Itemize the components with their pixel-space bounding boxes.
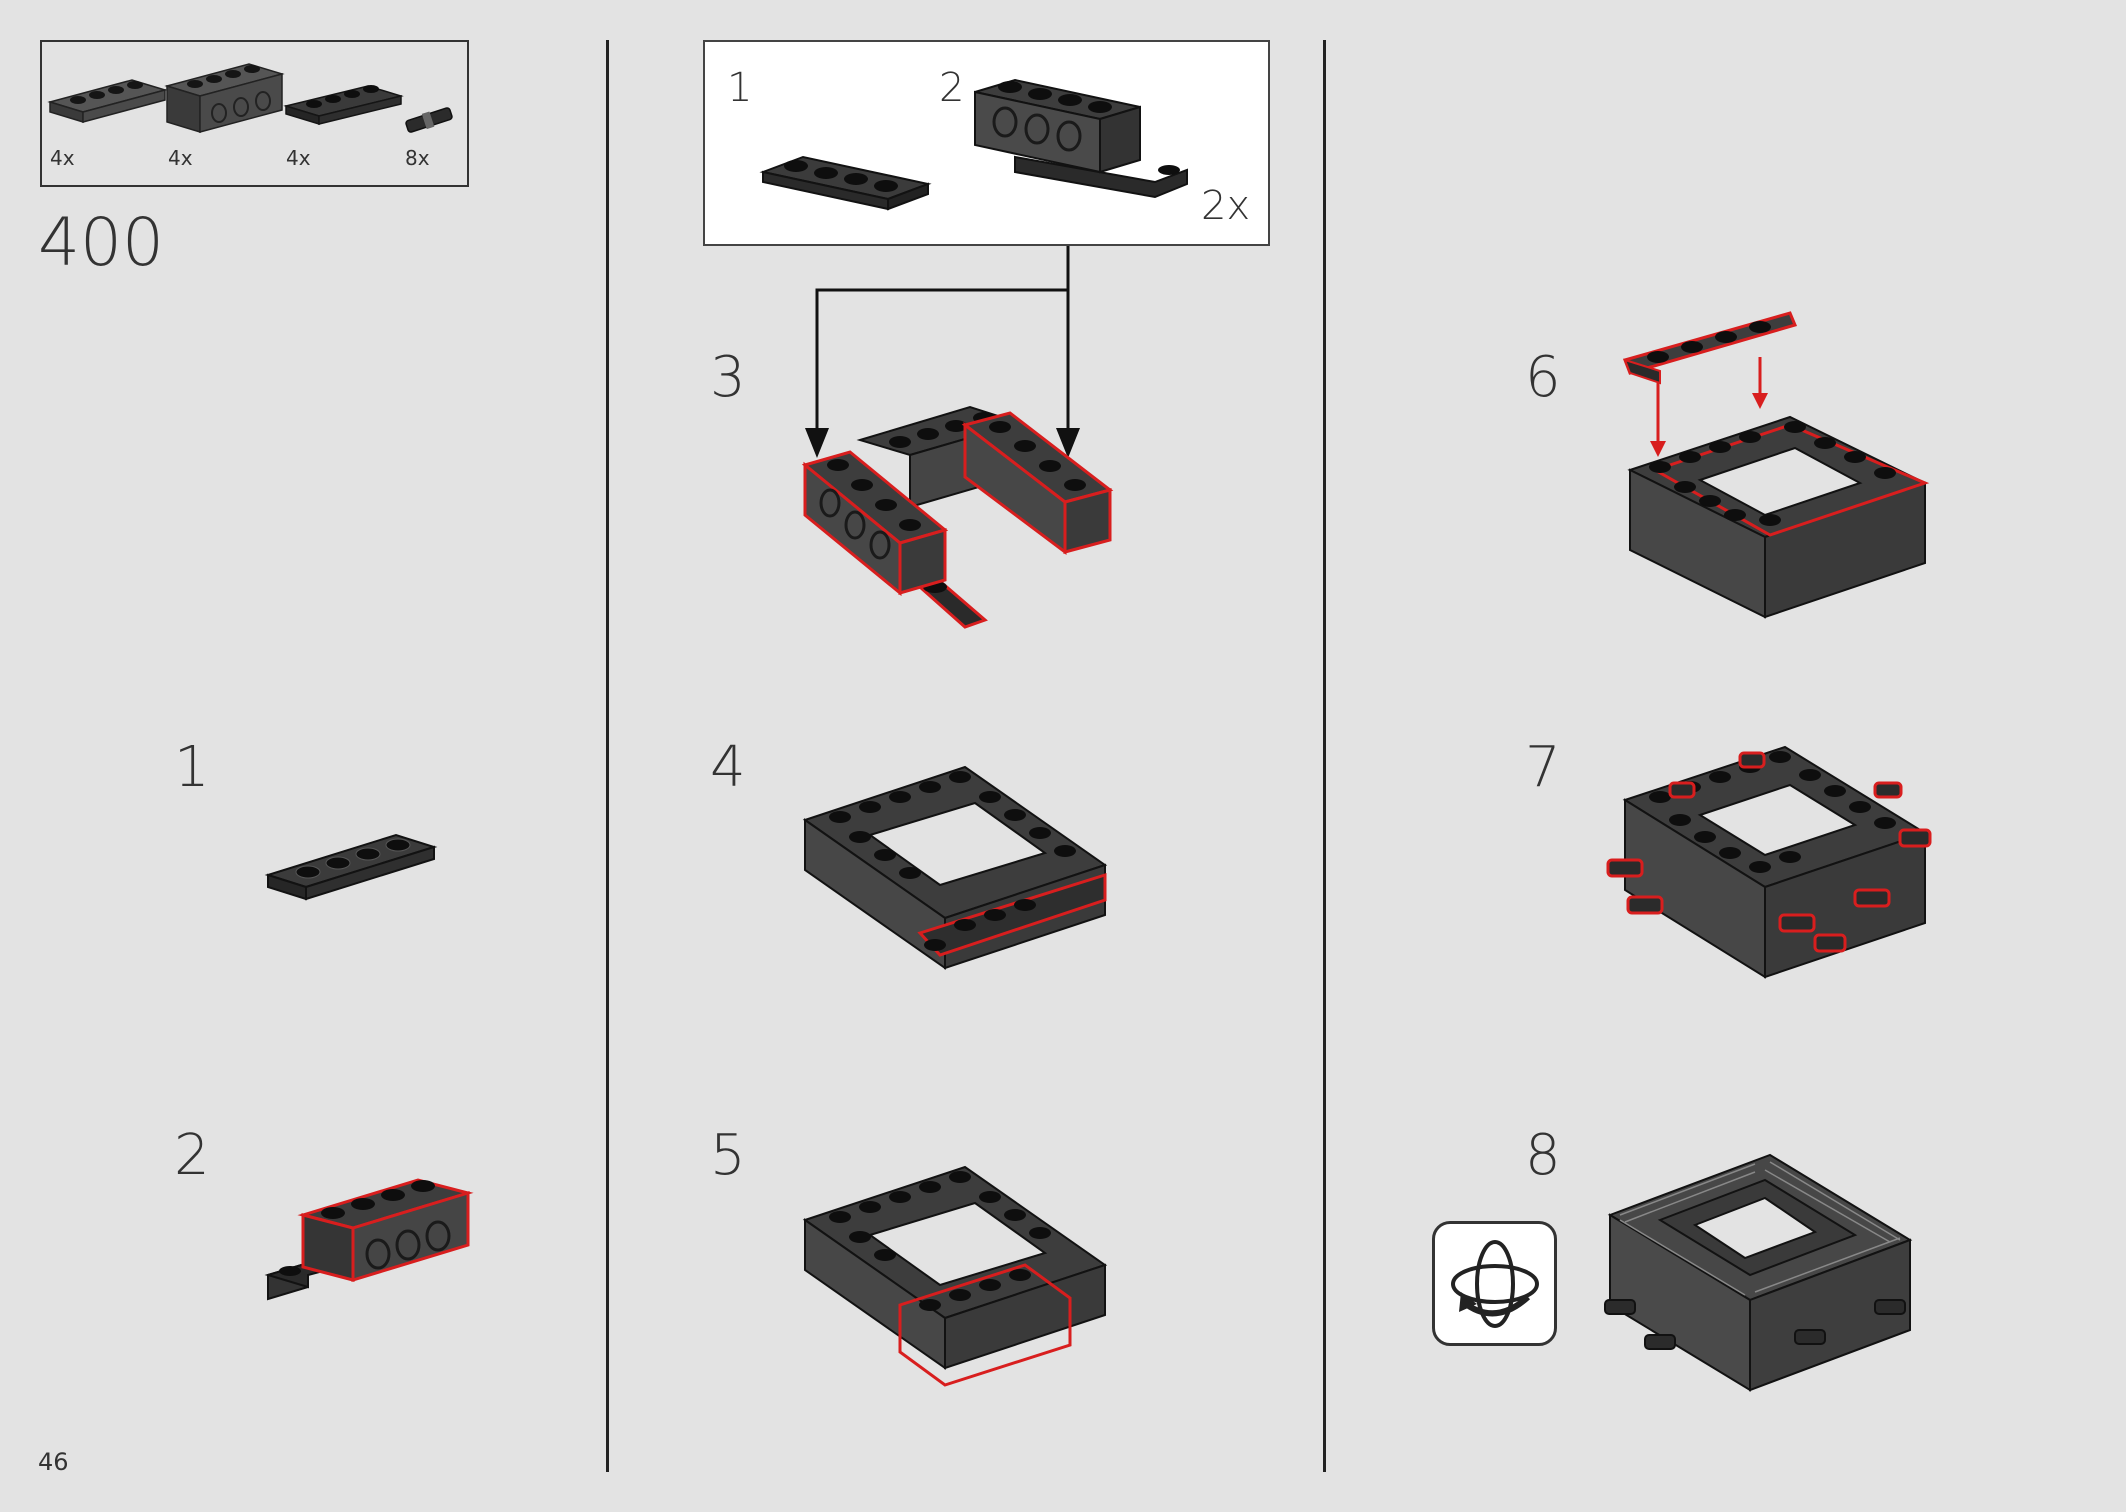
step-7-illustration <box>1606 745 1932 979</box>
step-2-brick-illustration <box>264 1178 474 1301</box>
part-plate-icon <box>47 79 168 124</box>
part-qty: 4x <box>50 146 75 170</box>
page-number: 46 <box>38 1448 69 1476</box>
sub-assembly-callout: 1 2 2x <box>703 40 1270 246</box>
sub-step-2-brick-illustration <box>974 78 1188 199</box>
step-6-illustration <box>1623 311 1930 619</box>
set-number: 400 <box>38 204 164 281</box>
step-8-illustration <box>1604 1153 1913 1392</box>
step-1-plate-illustration <box>264 833 438 901</box>
sub-step-number: 2 <box>939 65 965 111</box>
step-3-illustration <box>801 405 1114 629</box>
step-number: 1 <box>174 735 210 800</box>
arrow-head-left <box>805 428 829 458</box>
step-number: 4 <box>710 735 746 800</box>
part-qty: 4x <box>286 146 311 170</box>
arrow-head-right <box>1056 428 1080 458</box>
step-number: 2 <box>174 1123 210 1188</box>
step-number: 6 <box>1525 345 1561 410</box>
step-5-illustration <box>802 1165 1108 1387</box>
sub-step-1-plate-illustration <box>759 155 932 211</box>
part-technic-brick-icon <box>164 63 285 134</box>
part-qty: 8x <box>405 146 430 170</box>
arrow-line-left <box>815 246 1070 430</box>
step-4-illustration <box>802 765 1108 970</box>
step-number: 5 <box>710 1123 746 1188</box>
column-divider-left <box>606 40 609 1472</box>
rotate-model-icon <box>1432 1221 1557 1346</box>
sub-assembly-multiplier: 2x <box>1201 183 1251 229</box>
step-number: 8 <box>1525 1123 1561 1188</box>
step-number: 7 <box>1525 735 1561 800</box>
sub-step-number: 1 <box>727 65 753 111</box>
part-pin-icon <box>405 107 453 133</box>
part-qty: 4x <box>168 146 193 170</box>
parts-list-box: 4x 4x 4x <box>40 40 469 187</box>
column-divider-right <box>1323 40 1326 1472</box>
step-number: 3 <box>710 345 746 410</box>
rotate-arrows-icon <box>1451 1240 1539 1328</box>
part-plate-dark-icon <box>283 85 404 126</box>
